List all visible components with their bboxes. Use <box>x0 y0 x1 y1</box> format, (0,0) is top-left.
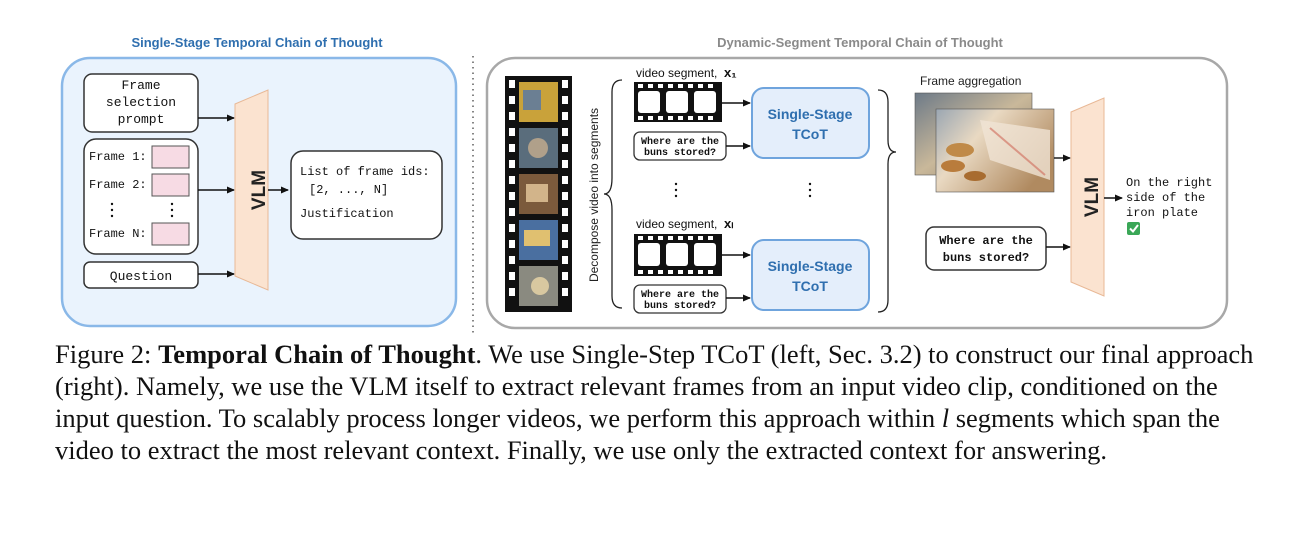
caption-part-1: . We use Single-Step TCoT (left, Sec. 3.… <box>55 339 1254 433</box>
segments-ellipsis <box>674 182 812 198</box>
prompt-line-1: Frame <box>121 78 160 93</box>
frame-1-label: Frame 1: <box>89 150 147 164</box>
frame-ids-output-box <box>290 150 443 240</box>
segment-l-label: video segment, <box>636 217 717 231</box>
segment-l-question-box <box>633 284 727 314</box>
left-vlm-label: VLM <box>249 170 270 210</box>
aggregation-brace <box>877 89 897 313</box>
check-icon <box>1127 222 1140 235</box>
frame-1-thumbnail <box>151 145 190 169</box>
final-question-line-2: buns stored? <box>943 251 1029 265</box>
segment-1-question-line-2: buns stored? <box>644 147 716 159</box>
segment-l-filmstrip <box>634 234 722 276</box>
answer-line-2: side of the <box>1126 191 1205 205</box>
tcot-box-1 <box>751 87 870 159</box>
prompt-line-2: selection <box>106 95 176 110</box>
figure-caption: Figure 2: Temporal Chain of Thought. We … <box>55 338 1255 466</box>
aggregation-label: Frame aggregation <box>920 74 1021 88</box>
segment-l-var: xₗ <box>724 216 733 231</box>
answer-line-3: iron plate <box>1126 206 1198 220</box>
segments-brace <box>603 79 623 309</box>
frame-selection-prompt-box <box>83 73 199 133</box>
video-filmstrip <box>505 76 572 312</box>
frame-2-thumbnail <box>151 173 190 197</box>
frame-n-thumbnail <box>151 222 190 246</box>
right-vlm-label: VLM <box>1082 177 1103 217</box>
right-panel-title: Dynamic-Segment Temporal Chain of Though… <box>717 35 1003 50</box>
final-question-line-1: Where are the <box>939 234 1033 248</box>
caption-prefix: Figure 2: <box>55 339 159 369</box>
tcot-box-1-line-2: TCoT <box>792 126 828 142</box>
segment-1-label: video segment, <box>636 66 717 80</box>
segment-1-question-line-1: Where are the <box>641 136 719 148</box>
question-box <box>83 261 199 289</box>
diagram: Single-Stage Temporal Chain of Thought F… <box>60 35 1229 334</box>
tcot-box-l-line-2: TCoT <box>792 278 828 294</box>
right-vlm-block <box>1070 97 1105 297</box>
frame-2-label: Frame 2: <box>89 178 147 192</box>
left-panel-title: Single-Stage Temporal Chain of Thought <box>131 35 383 50</box>
tcot-box-l <box>751 239 870 311</box>
segment-l-question-line-2: buns stored? <box>644 300 716 312</box>
prompt-line-3: prompt <box>118 112 165 127</box>
frame-n-label: Frame N: <box>89 227 147 241</box>
segment-l-question-line-1: Where are the <box>641 289 719 301</box>
output-line-2: [2, ..., N] <box>309 183 388 197</box>
tcot-box-l-line-1: Single-Stage <box>768 258 853 274</box>
caption-bold-title: Temporal Chain of Thought <box>158 339 476 369</box>
aggregated-frames-image <box>914 92 1055 193</box>
segment-1-filmstrip <box>634 82 722 122</box>
final-question-box <box>925 226 1047 271</box>
frames-ellipsis <box>110 202 174 218</box>
caption-variable: l <box>941 403 950 433</box>
answer-line-1: On the right <box>1126 176 1212 190</box>
decompose-label: Decompose video into segments <box>587 108 601 282</box>
output-line-1: List of frame ids: <box>300 165 430 179</box>
output-line-3: Justification <box>300 207 394 221</box>
caption-part-2: segments which span the video to extract… <box>55 403 1220 465</box>
left-vlm-block <box>234 89 269 291</box>
segment-1-var: x₁ <box>724 65 737 80</box>
question-label: Question <box>110 269 172 284</box>
tcot-box-1-line-1: Single-Stage <box>768 106 853 122</box>
